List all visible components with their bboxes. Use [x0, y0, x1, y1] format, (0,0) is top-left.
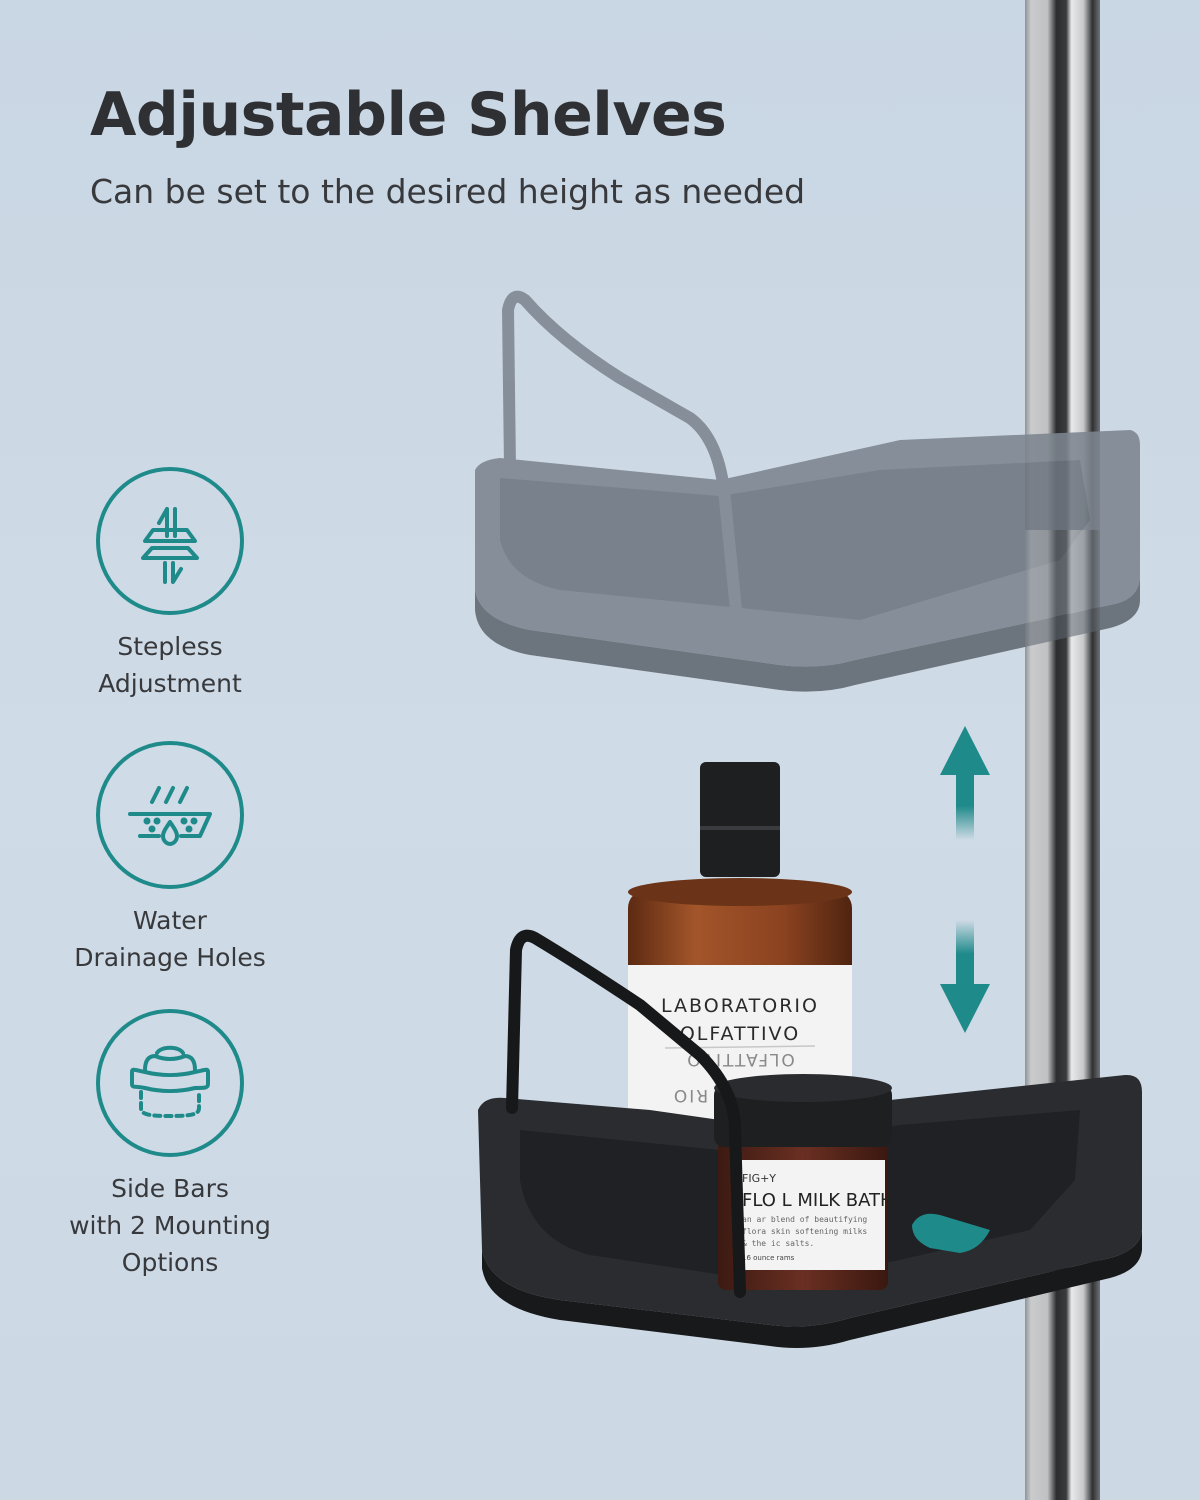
svg-text:FLO L MILK BATH: FLO L MILK BATH — [742, 1190, 894, 1211]
amber-jar: FIG+Y FLO L MILK BATH an ar blend of bea… — [714, 1074, 894, 1290]
lower-shelf-black — [478, 1074, 1142, 1348]
lower-shelf-side-bar — [506, 929, 746, 1298]
stepless-adjustment-icon — [95, 466, 245, 616]
svg-text:flora skin softening milks: flora skin softening milks — [742, 1227, 867, 1236]
svg-text:& the ic salts.: & the ic salts. — [742, 1239, 814, 1248]
svg-text:Bi: Bi — [687, 1196, 714, 1221]
up-down-arrow-icon — [940, 726, 990, 1033]
page-subtitle: Can be set to the desired height as need… — [90, 172, 806, 211]
water-drainage-icon — [95, 740, 245, 890]
svg-text:RIO: RIO — [672, 1085, 708, 1105]
feature-label: Water Drainage Holes — [74, 906, 266, 972]
svg-text:16 ounce rams: 16 ounce rams — [742, 1254, 795, 1262]
feature-label: Stepless Adjustment — [98, 632, 242, 698]
page-title: Adjustable Shelves — [90, 80, 727, 150]
feature-stepless-adjustment: Stepless Adjustment — [40, 466, 300, 702]
feature-label: Side Bars with 2 Mounting Options — [69, 1174, 271, 1277]
svg-text:OLFATTIVO: OLFATTIVO — [685, 1049, 795, 1069]
feature-side-bars: Side Bars with 2 Mounting Options — [40, 1008, 300, 1281]
amber-bottle: LABORATORIO OLFATTIVO OLFATTIVO RIO Bi — [628, 762, 852, 1221]
upper-shelf-gray — [475, 290, 1140, 692]
svg-text:an ar blend of beautifying: an ar blend of beautifying — [742, 1215, 867, 1224]
feature-water-drainage: Water Drainage Holes — [40, 740, 300, 976]
side-bars-mounting-icon — [95, 1008, 245, 1158]
pole — [1025, 0, 1100, 1500]
svg-text:FIG+Y: FIG+Y — [742, 1172, 776, 1185]
svg-text:LABORATORIO: LABORATORIO — [661, 995, 819, 1017]
svg-text:OLFATTIVO: OLFATTIVO — [680, 1023, 800, 1045]
